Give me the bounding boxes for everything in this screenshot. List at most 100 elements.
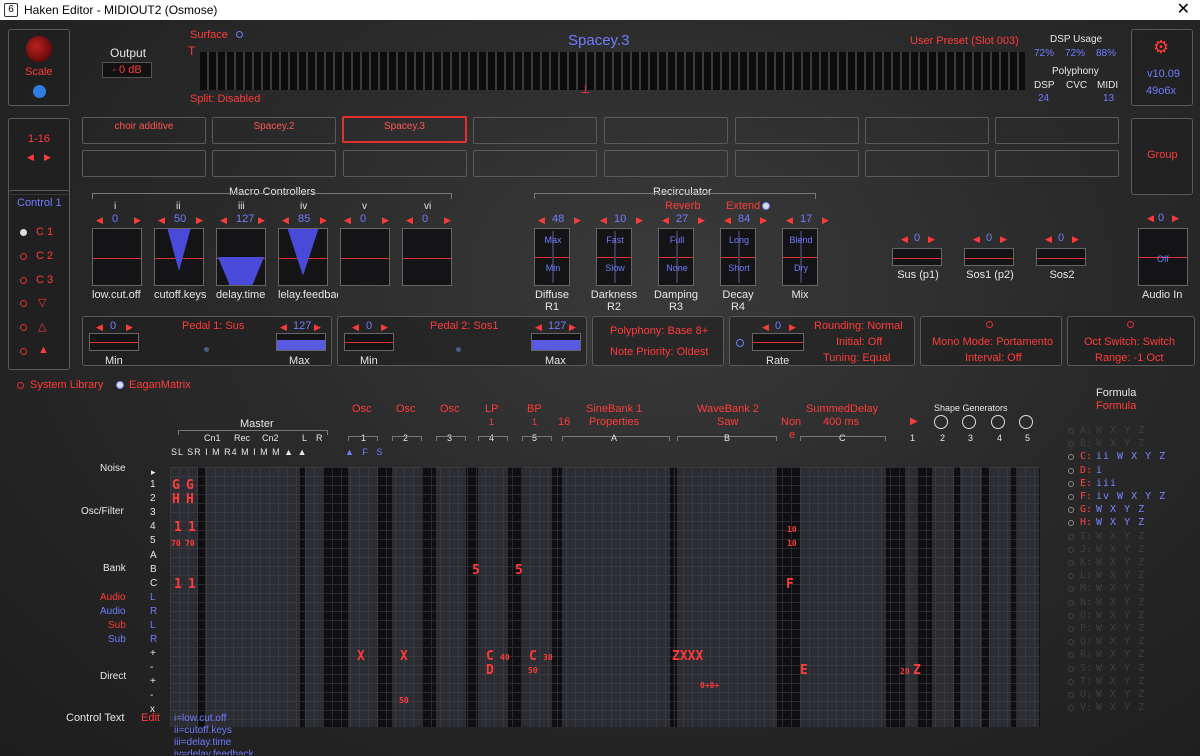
- macro-slider[interactable]: [216, 228, 266, 286]
- system-library-radio[interactable]: [17, 382, 24, 389]
- recirc-inc-icon[interactable]: ▶: [822, 215, 829, 225]
- formula-key[interactable]: N:: [1080, 596, 1093, 608]
- macro-inc-icon[interactable]: ▶: [444, 215, 451, 225]
- matrix-mark[interactable]: 20: [900, 667, 910, 676]
- macro-inc-icon[interactable]: ▶: [382, 215, 389, 225]
- matrix-mark[interactable]: 1: [174, 520, 182, 535]
- sus-slider[interactable]: [1036, 248, 1086, 266]
- polyphony-base[interactable]: Polyphony: Base 8+: [610, 325, 709, 337]
- macro-name[interactable]: lelay.feedbac: [278, 289, 338, 301]
- playing-surface[interactable]: [200, 52, 1025, 90]
- matrix-mark[interactable]: C: [486, 649, 494, 664]
- formula-value[interactable]: W X Y Z: [1096, 570, 1146, 582]
- macro-name[interactable]: cutoff.keys: [154, 289, 207, 301]
- matrix-mark[interactable]: 40: [500, 653, 510, 662]
- reverb-label[interactable]: Reverb: [665, 200, 701, 212]
- preset-slot-2[interactable]: Spacey.2: [212, 117, 336, 144]
- formula-value[interactable]: W X Y Z: [1096, 543, 1146, 555]
- macro-inc-icon[interactable]: ▶: [134, 215, 141, 225]
- macro-slider[interactable]: [92, 228, 142, 286]
- matrix-mark[interactable]: 1: [188, 577, 196, 592]
- formula-value[interactable]: W X Y Z: [1096, 675, 1146, 687]
- extend-radio[interactable]: [762, 202, 770, 210]
- recirc-inc-icon[interactable]: ▶: [636, 215, 643, 225]
- rounding-mode[interactable]: Rounding: Normal: [814, 320, 903, 332]
- close-icon[interactable]: ✕: [1176, 1, 1190, 18]
- formula-value[interactable]: W X Y Z: [1096, 517, 1146, 529]
- matrix-mark[interactable]: C: [529, 649, 537, 664]
- recirc-dec-icon[interactable]: ◀: [600, 215, 607, 225]
- formula-key[interactable]: O:: [1080, 609, 1093, 621]
- formula-key[interactable]: F:: [1080, 491, 1093, 502]
- pedal1-min-dec-icon[interactable]: ◀: [96, 322, 103, 332]
- surface-radio[interactable]: [236, 31, 243, 38]
- formula-key[interactable]: H:: [1080, 517, 1093, 529]
- macro-inc-icon[interactable]: ▶: [258, 215, 265, 225]
- matrix-mark[interactable]: 10: [787, 539, 797, 548]
- formula-key[interactable]: P:: [1080, 623, 1093, 634]
- note-priority[interactable]: Note Priority: Oldest: [610, 346, 709, 358]
- recirc-inc-icon[interactable]: ▶: [760, 215, 767, 225]
- formula-radio[interactable]: [1068, 573, 1074, 580]
- gear-icon[interactable]: ⚙: [1153, 37, 1170, 57]
- extend-label[interactable]: Extend: [726, 200, 761, 212]
- formula-key[interactable]: T:: [1080, 675, 1093, 687]
- scale-led[interactable]: [33, 85, 46, 98]
- formula-key[interactable]: K:: [1080, 557, 1093, 568]
- sus-dec-icon[interactable]: ◀: [973, 234, 980, 244]
- formula-value[interactable]: W X Y Z: [1096, 689, 1146, 700]
- formula-key[interactable]: R:: [1080, 649, 1093, 661]
- formula-radio[interactable]: [1068, 639, 1074, 646]
- matrix-mark[interactable]: 0+0+: [700, 681, 720, 690]
- formula-radio[interactable]: [1068, 428, 1074, 434]
- formula-value[interactable]: W X Y Z: [1096, 636, 1146, 648]
- control-radio-5[interactable]: [20, 324, 27, 331]
- recirc-dec-icon[interactable]: ◀: [724, 215, 731, 225]
- formula-radio[interactable]: [1068, 454, 1074, 461]
- scale-knob[interactable]: [26, 36, 52, 62]
- pedal1-max-slider[interactable]: [276, 333, 326, 351]
- formula-value[interactable]: W X Y Z: [1096, 623, 1146, 634]
- preset-slot-12[interactable]: [473, 150, 597, 177]
- tuning-mode[interactable]: Tuning: Equal: [823, 352, 891, 364]
- group-button[interactable]: Group: [1131, 118, 1193, 195]
- pedal2-min-slider[interactable]: [344, 333, 394, 351]
- macro-dec-icon[interactable]: ◀: [220, 215, 227, 225]
- audio-in-slider[interactable]: Off: [1138, 228, 1188, 286]
- matrix-mark[interactable]: H: [172, 492, 180, 507]
- formula-value[interactable]: W X Y Z: [1096, 425, 1146, 436]
- shape-knob-5[interactable]: [1019, 415, 1033, 429]
- formula-radio[interactable]: [1068, 546, 1074, 553]
- control-text-edit[interactable]: Edit: [141, 712, 160, 724]
- pedal2-max-dec-icon[interactable]: ◀: [535, 322, 542, 332]
- formula-key[interactable]: D:: [1080, 464, 1093, 476]
- control-item-c3[interactable]: C 3: [36, 274, 54, 286]
- pedal2-max-slider[interactable]: [531, 333, 581, 351]
- preset-slot-10[interactable]: [212, 150, 336, 177]
- macro-name[interactable]: low.cut.off: [92, 289, 141, 301]
- control-radio-6[interactable]: [20, 348, 27, 355]
- macro-dec-icon[interactable]: ◀: [158, 215, 165, 225]
- matrix-mark[interactable]: H: [186, 492, 194, 507]
- audio-in-dec-icon[interactable]: ◀: [1147, 213, 1154, 223]
- macro-dec-icon[interactable]: ◀: [344, 215, 351, 225]
- matrix-mark[interactable]: 70: [185, 539, 195, 548]
- formula-key[interactable]: J:: [1080, 543, 1093, 555]
- formula-key[interactable]: G:: [1080, 504, 1093, 516]
- macro-slider[interactable]: [402, 228, 452, 286]
- formula-radio[interactable]: [1068, 467, 1074, 474]
- preset-slot-14[interactable]: [735, 150, 859, 177]
- formula-value[interactable]: W X Y Z: [1096, 438, 1146, 450]
- sus-dec-icon[interactable]: ◀: [901, 234, 908, 244]
- formula-value[interactable]: W X Y Z: [1096, 557, 1146, 568]
- sus-inc-icon[interactable]: ▶: [928, 234, 935, 244]
- sus-dec-icon[interactable]: ◀: [1045, 234, 1052, 244]
- recirc-dec-icon[interactable]: ◀: [786, 215, 793, 225]
- formula-radio[interactable]: [1068, 441, 1074, 448]
- shape-knob-4[interactable]: [991, 415, 1005, 429]
- preset-slot-11[interactable]: [343, 150, 467, 177]
- formula-radio[interactable]: [1068, 652, 1074, 659]
